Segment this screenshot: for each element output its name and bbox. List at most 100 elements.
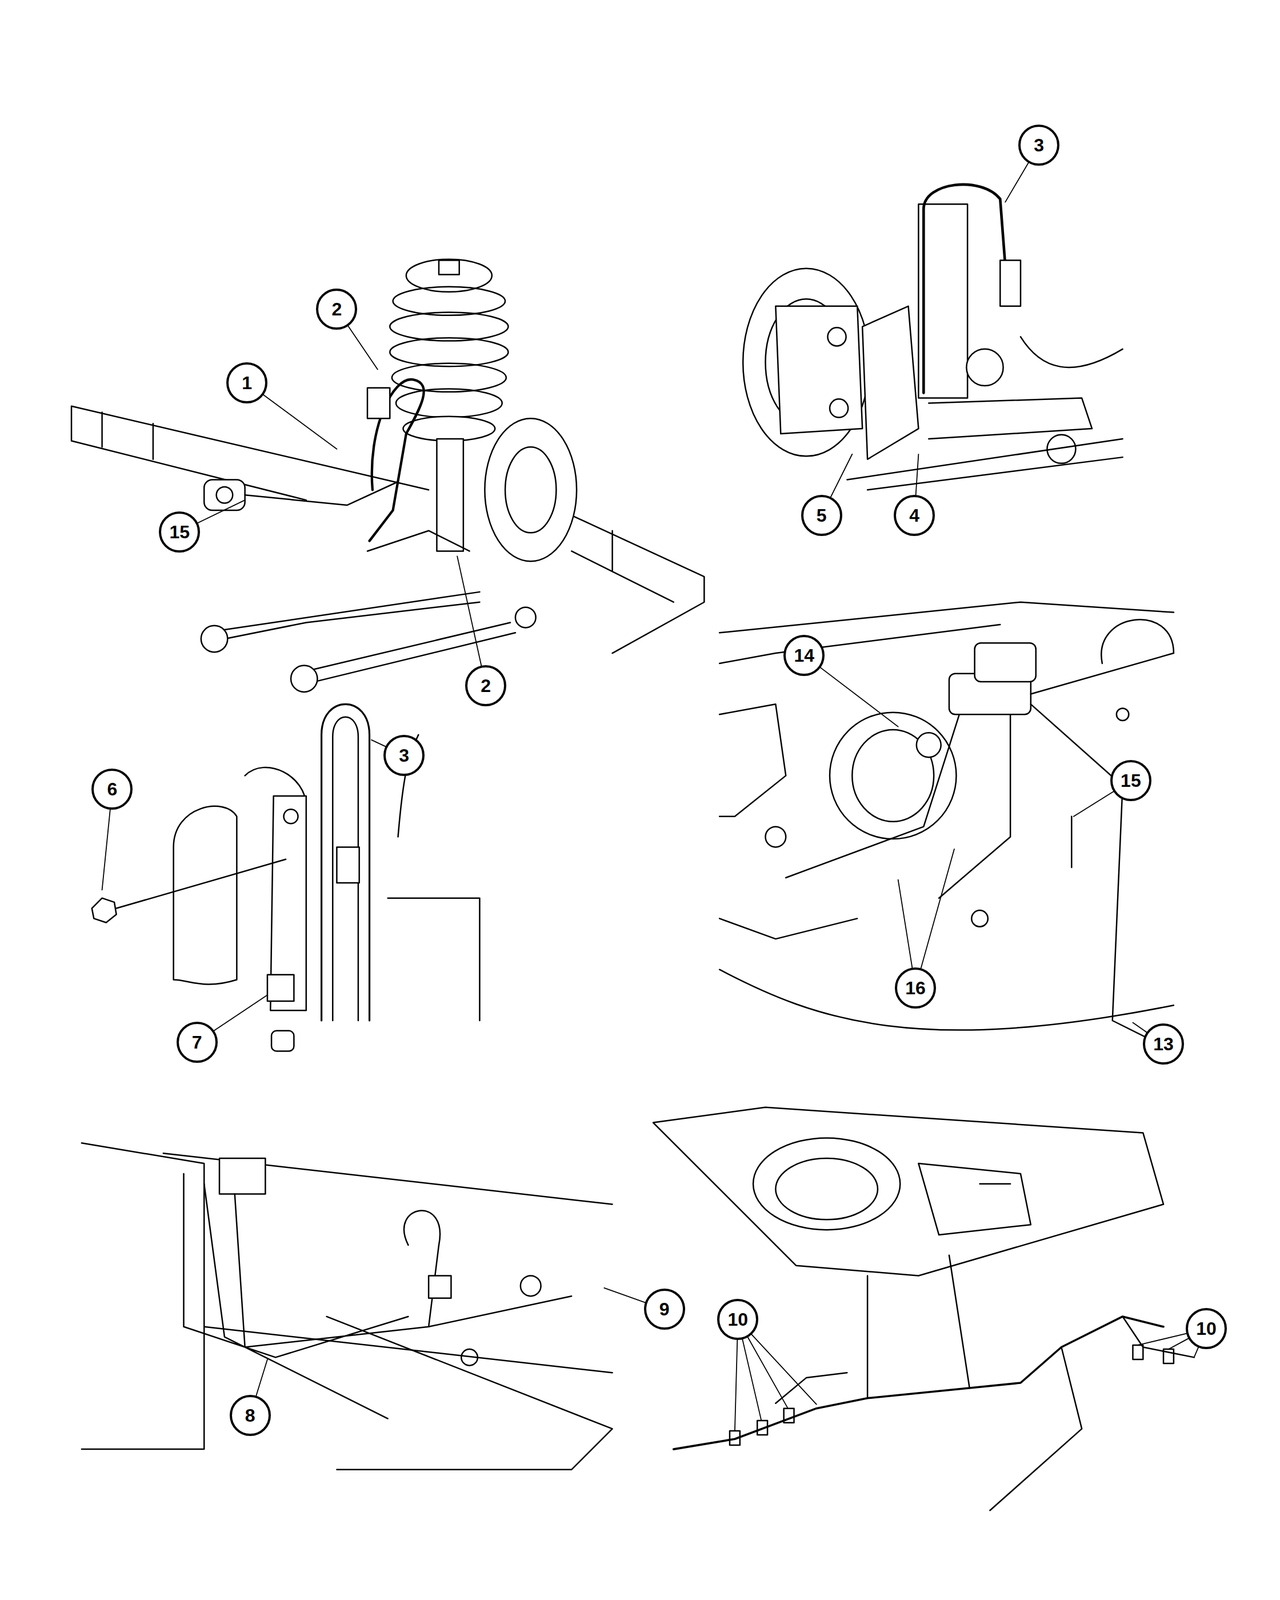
line-art <box>1030 653 1174 868</box>
line-art <box>829 712 956 839</box>
line-art <box>846 438 1123 490</box>
callout-circle: 15 <box>1110 760 1152 802</box>
callout-circle: 10 <box>1185 1308 1227 1350</box>
callout-number: 10 <box>727 1310 748 1329</box>
callout-circle: 15 <box>158 511 200 553</box>
line-art <box>1132 1345 1143 1360</box>
line-art <box>116 859 286 909</box>
callout-circle: 16 <box>894 967 936 1009</box>
master-cylinder-view <box>719 602 1174 1044</box>
line-art <box>1000 260 1021 306</box>
callout-circle: 6 <box>91 768 133 810</box>
line-art <box>505 446 556 533</box>
line-art <box>719 918 1174 1030</box>
line-art <box>321 704 370 1021</box>
callout-number: 13 <box>1153 1034 1174 1054</box>
line-art <box>461 1349 478 1366</box>
callout-number: 6 <box>107 780 118 799</box>
line-art <box>916 732 942 758</box>
callout-number: 2 <box>480 676 491 695</box>
callout-number: 2 <box>331 300 342 319</box>
line-art <box>183 1173 572 1419</box>
line-art <box>734 1319 1207 1431</box>
line-art <box>392 363 507 392</box>
callout-number: 16 <box>905 978 926 998</box>
callout-number: 7 <box>192 1033 203 1052</box>
line-art <box>775 1316 1194 1511</box>
line-art <box>821 145 1039 516</box>
line-art <box>81 1142 204 1450</box>
line-art <box>290 665 318 692</box>
line-art <box>404 1210 440 1327</box>
callout-number: 3 <box>398 746 410 765</box>
line-art <box>204 479 245 511</box>
underbody-lines-view <box>81 1142 665 1470</box>
line-art <box>862 306 919 460</box>
line-art <box>436 438 463 551</box>
line-art <box>173 806 238 985</box>
line-art <box>204 592 516 684</box>
line-art <box>367 388 390 419</box>
line-art <box>515 607 536 628</box>
line-art <box>571 515 704 654</box>
line-art <box>267 974 294 1002</box>
line-art <box>71 406 429 500</box>
line-art <box>867 1255 970 1399</box>
line-art <box>102 740 405 1043</box>
callout-number: 5 <box>816 506 827 525</box>
line-art <box>245 481 399 506</box>
line-art <box>402 416 495 442</box>
callout-circle: 14 <box>783 634 825 676</box>
callout-circle: 8 <box>229 1394 271 1436</box>
callout-circle: 3 <box>383 734 425 776</box>
callout-number: 14 <box>794 646 815 665</box>
rear-suspension-view <box>71 259 704 692</box>
line-art <box>729 1430 740 1446</box>
callout-circle: 2 <box>316 288 358 330</box>
line-art <box>216 486 234 504</box>
line-art <box>1020 336 1123 368</box>
callout-circle: 13 <box>1142 1023 1184 1065</box>
callout-circle: 10 <box>717 1298 759 1340</box>
line-art <box>388 734 480 1021</box>
callout-number: 3 <box>1033 136 1044 155</box>
callout-circle: 1 <box>226 362 268 404</box>
line-art <box>785 704 1154 1041</box>
line-art <box>201 625 228 652</box>
callout-number: 8 <box>245 1406 256 1425</box>
line-art <box>1116 708 1129 720</box>
line-art <box>753 1137 900 1230</box>
line-art <box>336 846 359 883</box>
front-brake-view <box>742 145 1123 516</box>
line-art <box>367 530 470 552</box>
line-art <box>974 642 1036 682</box>
line-art <box>829 398 848 418</box>
callout-circle: 9 <box>644 1288 686 1330</box>
line-art <box>271 1030 294 1052</box>
callout-circle: 7 <box>176 1021 218 1063</box>
line-art <box>966 349 1003 386</box>
callout-number: 15 <box>1120 771 1142 790</box>
line-art <box>775 1158 878 1220</box>
line-art <box>438 260 460 275</box>
rear-harness-view <box>653 1107 1207 1511</box>
callout-circle: 4 <box>893 494 935 536</box>
line-art <box>219 1158 266 1195</box>
line-art <box>428 1276 451 1299</box>
callout-circle: 2 <box>465 665 507 707</box>
line-art <box>484 418 577 562</box>
line-art <box>396 388 503 418</box>
callout-circle: 5 <box>801 494 843 536</box>
line-art <box>827 327 846 346</box>
callout-number: 4 <box>909 506 920 525</box>
line-art <box>92 898 117 923</box>
line-art <box>971 910 988 927</box>
line-art <box>179 309 486 686</box>
line-art <box>250 1288 665 1416</box>
line-art <box>393 286 506 316</box>
callout-number: 15 <box>169 522 191 542</box>
line-art <box>804 655 1164 1044</box>
